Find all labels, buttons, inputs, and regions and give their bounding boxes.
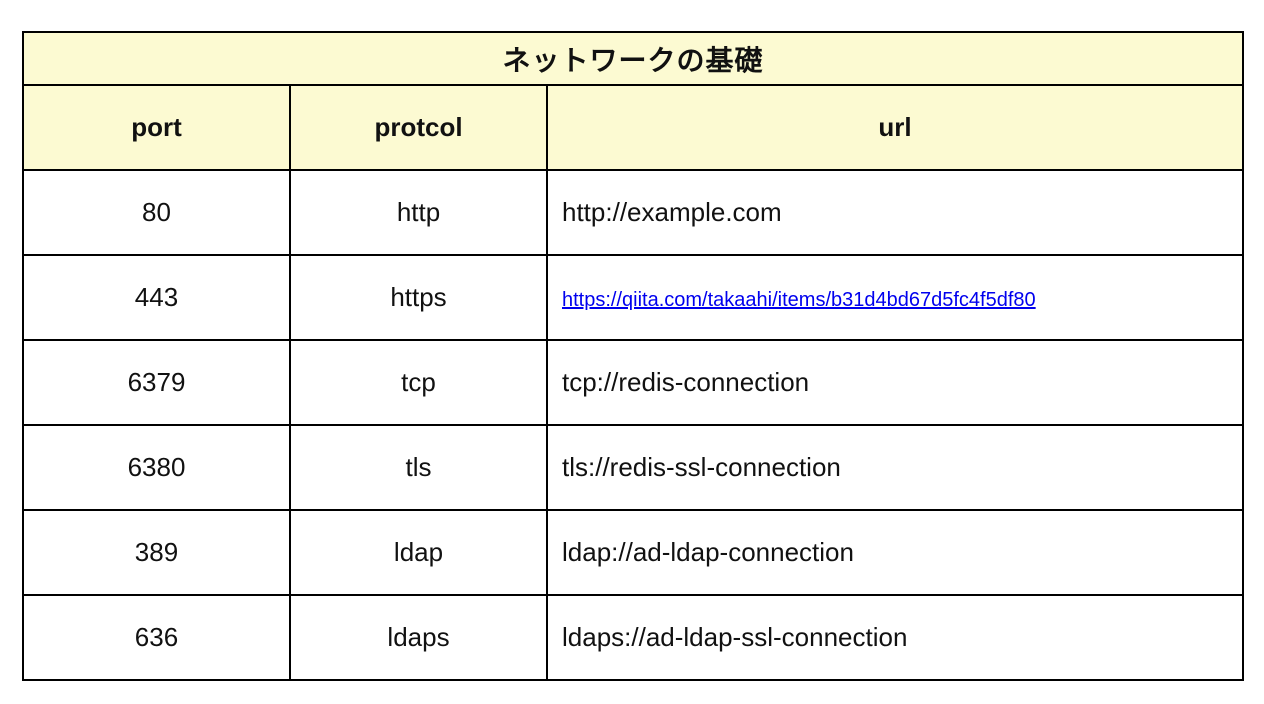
column-header-port: port bbox=[22, 84, 291, 171]
url-value: tls://redis-ssl-connection bbox=[546, 424, 1244, 511]
url-value: tcp://redis-connection bbox=[546, 339, 1244, 426]
network-basics-table: ネットワークの基礎 port protcol url 80 http http:… bbox=[22, 31, 1244, 681]
port-value: 80 bbox=[22, 169, 291, 256]
protocol-value: ldaps bbox=[289, 594, 548, 681]
url-value: http://example.com bbox=[546, 169, 1244, 256]
column-header-protocol: protcol bbox=[289, 84, 548, 171]
port-value: 389 bbox=[22, 509, 291, 596]
table-row-https: 443 https https://qiita.com/takaahi/item… bbox=[22, 254, 1244, 341]
port-value: 443 bbox=[22, 254, 291, 341]
table-row-tcp: 6379 tcp tcp://redis-connection bbox=[22, 339, 1244, 426]
url-value: ldap://ad-ldap-connection bbox=[546, 509, 1244, 596]
port-value: 6379 bbox=[22, 339, 291, 426]
protocol-value: http bbox=[289, 169, 548, 256]
protocol-value: tls bbox=[289, 424, 548, 511]
table-row-ldap: 389 ldap ldap://ad-ldap-connection bbox=[22, 509, 1244, 596]
table-title: ネットワークの基礎 bbox=[22, 31, 1244, 86]
protocol-value: https bbox=[289, 254, 548, 341]
table-row-http: 80 http http://example.com bbox=[22, 169, 1244, 256]
port-value: 6380 bbox=[22, 424, 291, 511]
qiita-hyperlink[interactable]: https://qiita.com/takaahi/items/b31d4bd6… bbox=[562, 289, 1036, 311]
table-row-tls: 6380 tls tls://redis-ssl-connection bbox=[22, 424, 1244, 511]
table-title-row: ネットワークの基礎 bbox=[22, 31, 1244, 86]
url-value: ldaps://ad-ldap-ssl-connection bbox=[546, 594, 1244, 681]
url-cell: https://qiita.com/takaahi/items/b31d4bd6… bbox=[546, 254, 1244, 341]
port-value: 636 bbox=[22, 594, 291, 681]
protocol-value: ldap bbox=[289, 509, 548, 596]
table-header-row: port protcol url bbox=[22, 84, 1244, 171]
table-row-ldaps: 636 ldaps ldaps://ad-ldap-ssl-connection bbox=[22, 594, 1244, 681]
protocol-value: tcp bbox=[289, 339, 548, 426]
column-header-url: url bbox=[546, 84, 1244, 171]
